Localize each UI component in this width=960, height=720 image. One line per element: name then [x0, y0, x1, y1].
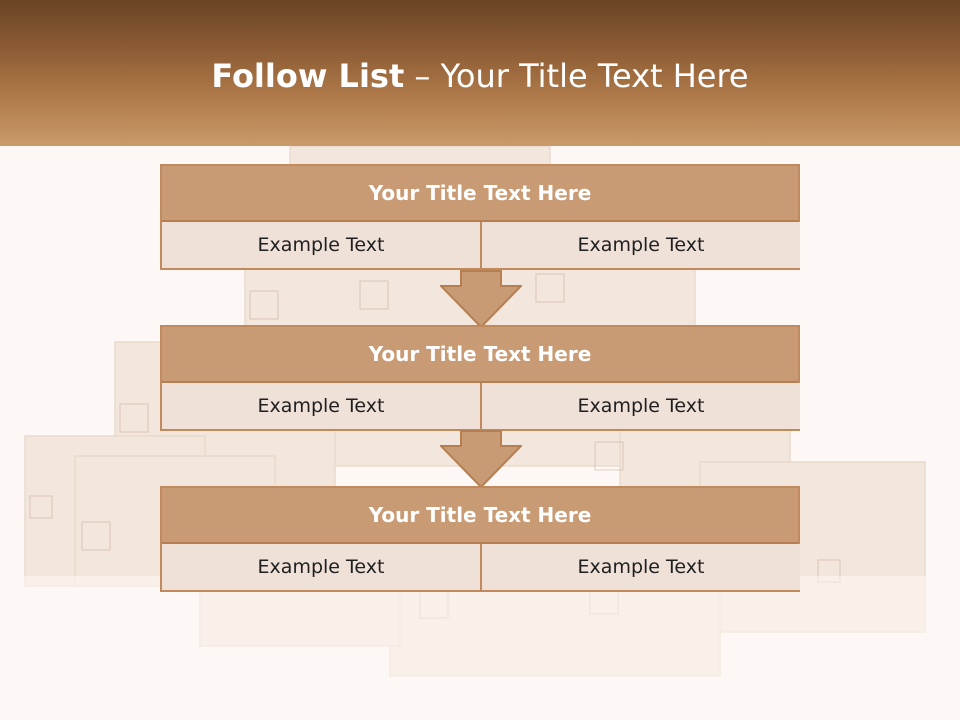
slide-title-bold: Follow List	[211, 57, 405, 95]
step-title: Your Title Text Here	[162, 166, 798, 222]
step-block-2: Your Title Text Here Example Text Exampl…	[160, 325, 800, 431]
step-right-text: Example Text	[482, 222, 800, 268]
step-block-3: Your Title Text Here Example Text Exampl…	[160, 486, 800, 592]
step-title: Your Title Text Here	[162, 327, 798, 383]
step-title: Your Title Text Here	[162, 488, 798, 544]
down-arrow-icon	[440, 430, 522, 488]
step-block-1: Your Title Text Here Example Text Exampl…	[160, 164, 800, 270]
step-left-text: Example Text	[162, 222, 482, 268]
slide-title-rest: – Your Title Text Here	[404, 57, 749, 95]
step-left-text: Example Text	[162, 383, 482, 429]
slide-title: Follow List – Your Title Text Here	[0, 52, 960, 100]
step-right-text: Example Text	[482, 544, 800, 590]
header-banner: Follow List – Your Title Text Here	[0, 0, 960, 146]
step-left-text: Example Text	[162, 544, 482, 590]
down-arrow-icon	[440, 270, 522, 328]
step-right-text: Example Text	[482, 383, 800, 429]
